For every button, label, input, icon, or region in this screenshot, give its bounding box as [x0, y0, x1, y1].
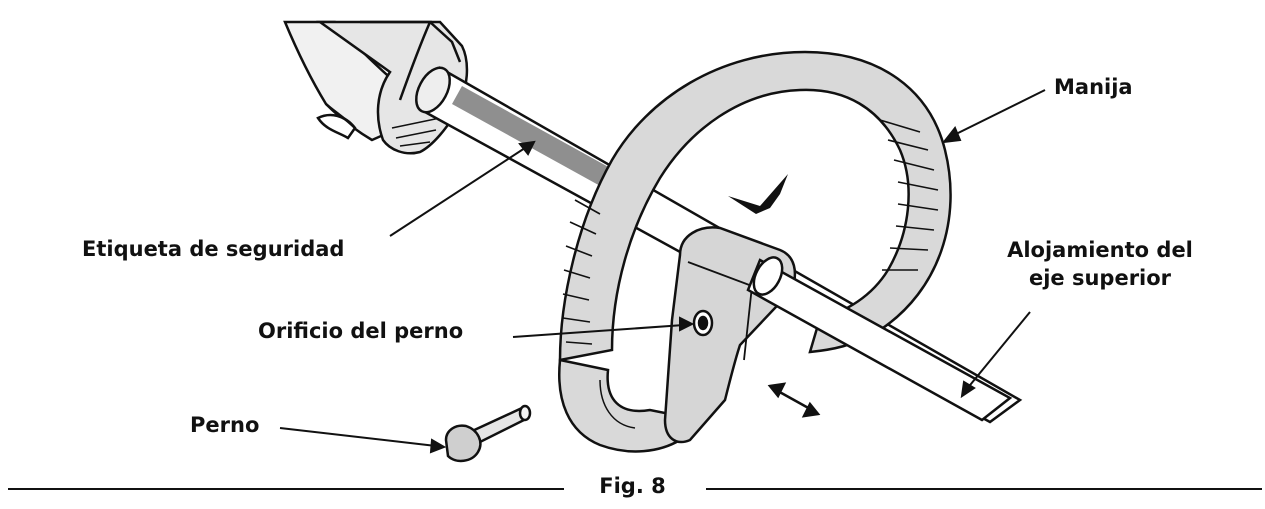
leader-line-safety-label: [389, 145, 529, 237]
label-upper-shaft-housing: Alojamiento del eje superior: [995, 236, 1205, 292]
leader-arrowhead-safety-label: [518, 140, 536, 156]
label-upper-shaft-line2: eje superior: [1028, 266, 1172, 290]
leader-lines: [279, 89, 1046, 454]
label-bolt: Perno: [190, 413, 260, 437]
push-arrow-icon: [728, 174, 788, 214]
leader-arrowhead-handle: [941, 126, 962, 144]
leader-arrowhead-upper-shaft: [960, 380, 976, 399]
label-handle: Manija: [1054, 75, 1133, 99]
figure-number: Fig. 8: [599, 474, 666, 498]
figure-caption: Fig. 8: [0, 468, 1265, 508]
leader-line-bolt-hole: [512, 324, 685, 338]
leader-arrowhead-bolt-hole: [679, 316, 695, 332]
motor-housing: [283, 20, 469, 155]
leader-line-handle: [947, 89, 1046, 139]
lower-shaft: [746, 256, 1013, 422]
label-bolt-hole: Orificio del perno: [258, 319, 464, 343]
leader-line-bolt: [279, 427, 437, 447]
trimmer-handle-illustration: [279, 20, 1046, 463]
caption-rule-right: [706, 488, 1262, 490]
bolt-part: [444, 404, 532, 463]
label-upper-shaft-line1: Alojamiento del: [1007, 238, 1193, 262]
slide-double-arrow-icon: [767, 382, 821, 418]
caption-rule-left: [8, 488, 564, 490]
leader-arrowhead-bolt: [429, 438, 447, 454]
leader-line-upper-shaft: [965, 311, 1031, 391]
label-safety-label: Etiqueta de seguridad: [82, 237, 345, 261]
